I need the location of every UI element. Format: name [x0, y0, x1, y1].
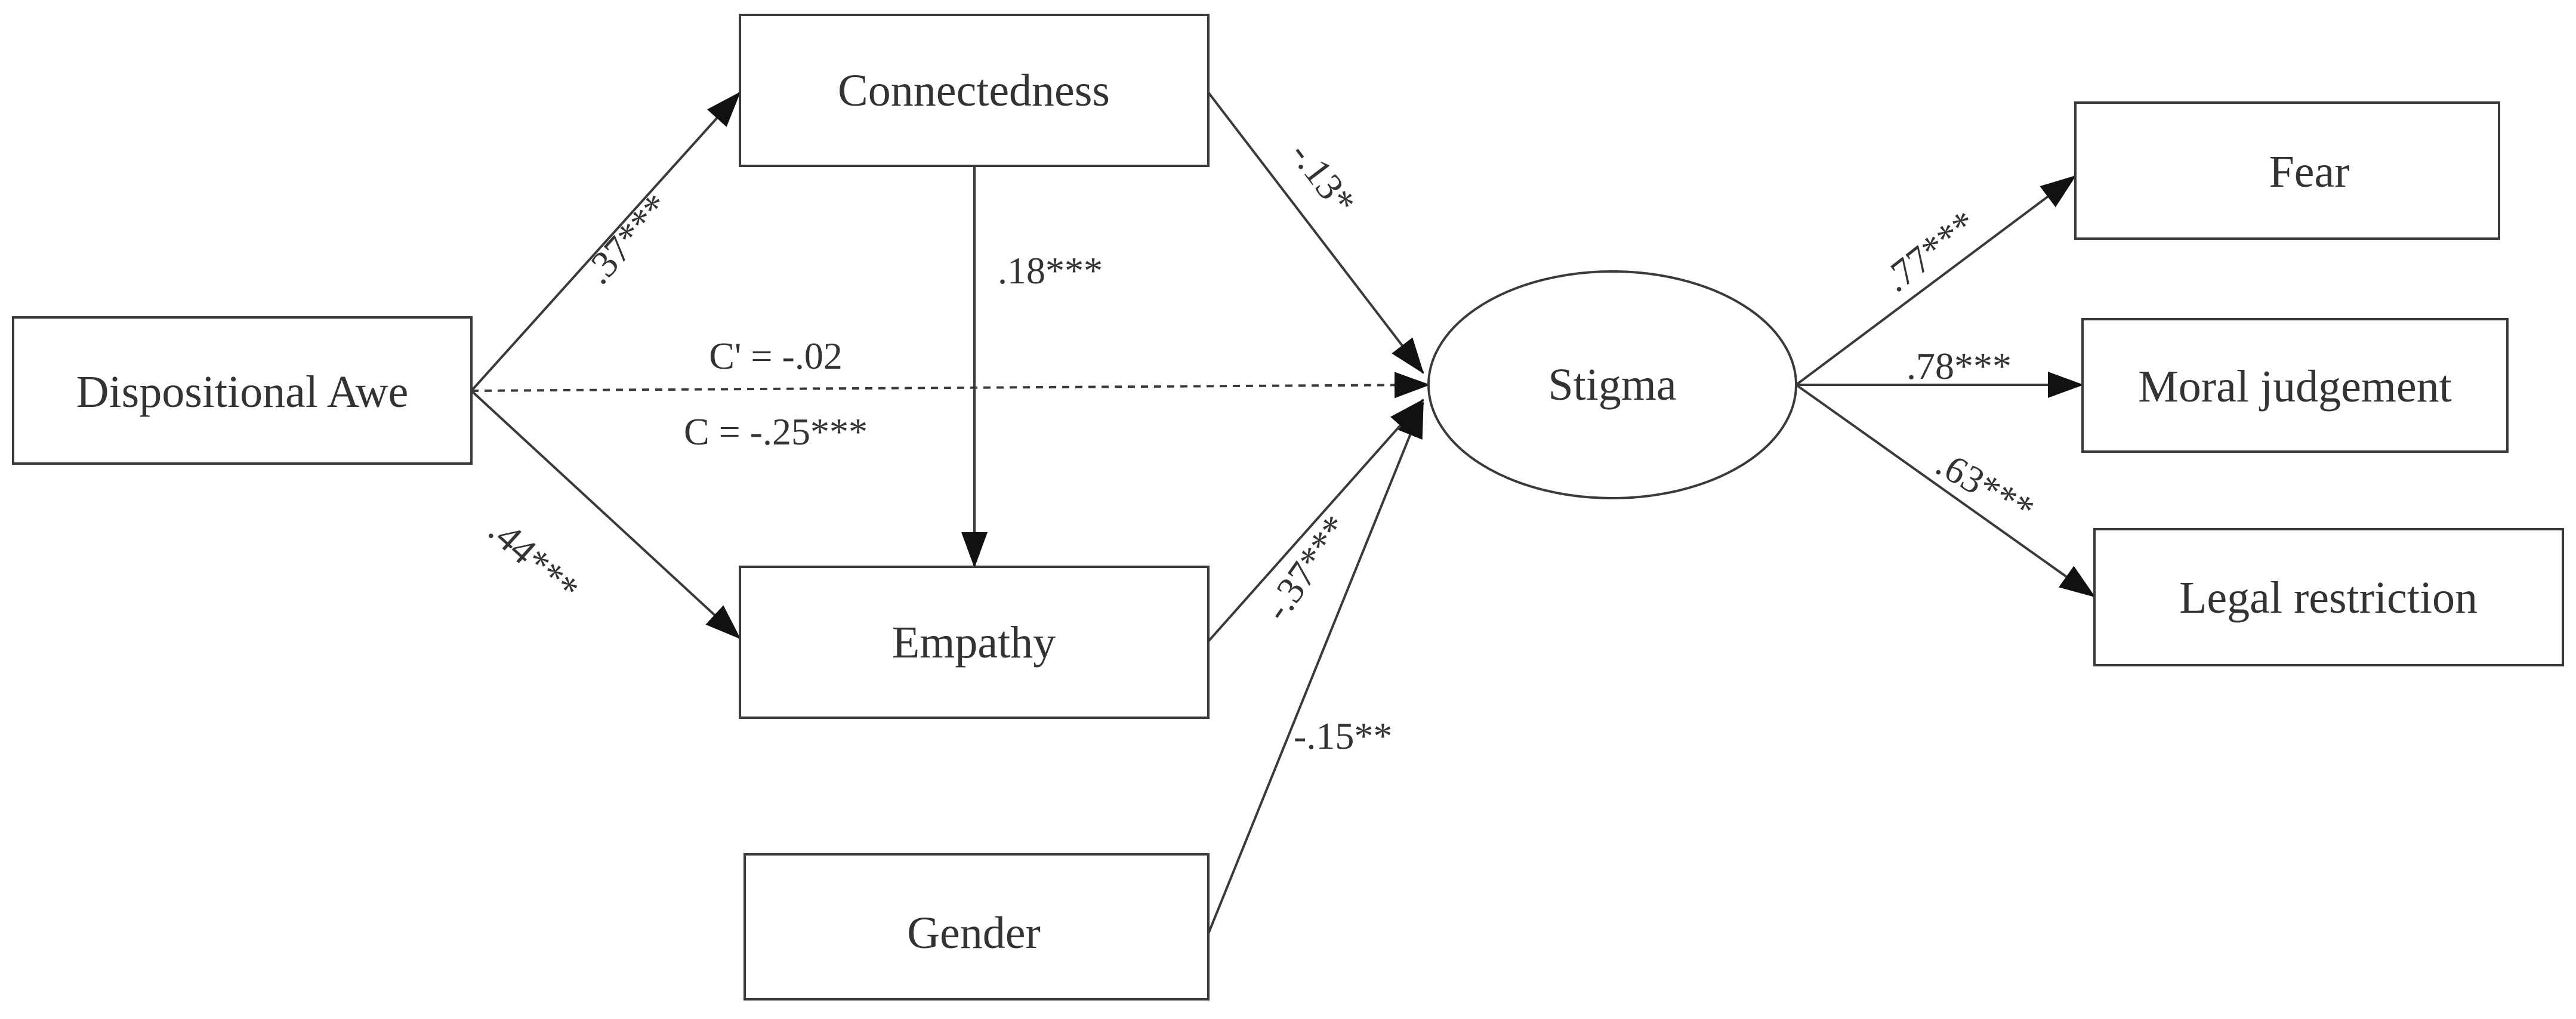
coef-connectedness-to-stigma: -.13*: [1282, 134, 1364, 223]
node-stigma: Stigma: [1427, 270, 1797, 499]
coef-empathy-to-stigma: -.37***: [1255, 508, 1357, 628]
node-label: Fear: [2269, 147, 2349, 197]
node-gender: Gender: [744, 853, 1210, 1001]
edge-awe-to-connectedness: [470, 91, 741, 392]
node-legal-restriction: Legal restriction: [2093, 528, 2564, 666]
node-label: Legal restriction: [2179, 573, 2478, 623]
edge-stigma-to-fear: [1795, 175, 2077, 386]
coef-awe-to-empathy: .44***: [481, 509, 587, 611]
edge-empathy-to-stigma: [1207, 399, 1424, 643]
node-label: Empathy: [892, 617, 1056, 668]
edge-stigma-to-legal-restriction: [1795, 384, 2096, 598]
coef-connectedness-to-empathy: .18***: [998, 249, 1103, 292]
node-fear: Fear: [2074, 101, 2500, 240]
node-empathy: Empathy: [739, 566, 1210, 719]
node-label: Dispositional Awe: [76, 367, 409, 417]
node-label: Connectedness: [838, 66, 1110, 116]
coef-awe-to-connectedness: .37***: [576, 186, 678, 292]
coef-gender-to-stigma: -.15**: [1294, 715, 1392, 757]
node-label: Stigma: [1548, 360, 1676, 410]
node-dispositional-awe: Dispositional Awe: [12, 316, 473, 465]
edge-awe-to-empathy: [470, 390, 741, 640]
node-label: Gender: [907, 908, 1041, 958]
node-moral-judgement: Moral judgement: [2081, 318, 2509, 453]
edge-connectedness-to-stigma: [1207, 91, 1424, 374]
coef-direct-effect: C' = -.02: [709, 335, 843, 377]
coef-stigma-to-moral-judgement: .78***: [1906, 345, 2012, 387]
node-label: Moral judgement: [2138, 362, 2452, 412]
edge-awe-to-stigma-direct: [471, 372, 1430, 399]
edge-gender-to-stigma: [1207, 402, 1424, 934]
coef-total-effect: C = -.25***: [684, 410, 868, 453]
node-connectedness: Connectedness: [739, 14, 1210, 167]
